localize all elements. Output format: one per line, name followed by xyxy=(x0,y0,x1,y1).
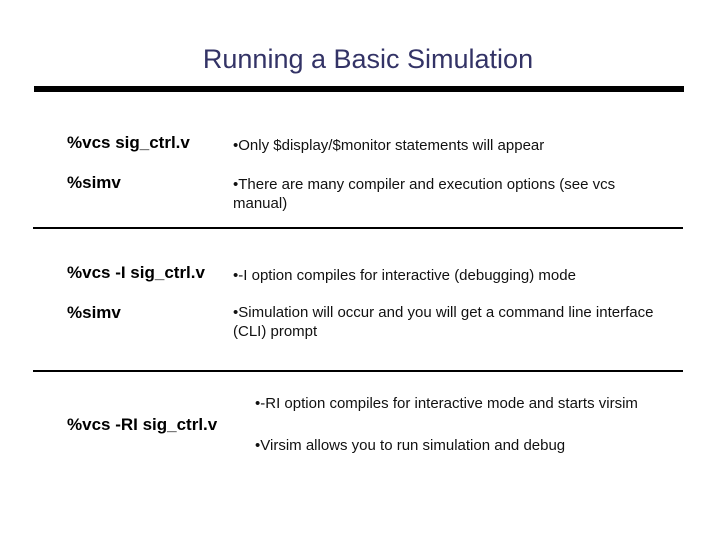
bullet-text: -I option compiles for interactive (debu… xyxy=(238,267,576,284)
bullet-text: Only $display/$monitor statements will a… xyxy=(238,137,545,154)
bullet-icon: • xyxy=(233,137,239,154)
command-label-vcs-ri: %vcs -RI sig_ctrl.v xyxy=(67,415,218,434)
bullet-text: There are many compiler and execution op… xyxy=(233,176,616,212)
bullet-icon: • xyxy=(255,395,261,412)
section-divider xyxy=(33,227,683,229)
bullet-item: •-I option compiles for interactive (deb… xyxy=(233,266,663,285)
bullet-icon: • xyxy=(233,267,239,284)
command-label-simv: %simv xyxy=(67,173,121,192)
title-rule xyxy=(34,86,684,92)
bullet-item: •-RI option compiles for interactive mod… xyxy=(255,394,680,413)
command-label-simv: %simv xyxy=(67,303,121,322)
bullet-text: Simulation will occur and you will get a… xyxy=(233,304,654,340)
slide-title: Running a Basic Simulation xyxy=(202,44,534,74)
bullet-item: •There are many compiler and execution o… xyxy=(233,175,663,213)
bullet-icon: • xyxy=(233,176,239,193)
section-divider xyxy=(33,370,683,372)
command-label-vcs-i: %vcs -I sig_ctrl.v xyxy=(67,263,205,282)
bullet-icon: • xyxy=(255,437,261,454)
bullet-item: •Only $display/$monitor statements will … xyxy=(233,136,663,155)
command-label-vcs: %vcs sig_ctrl.v xyxy=(67,133,190,152)
bullet-icon: • xyxy=(233,304,239,321)
bullet-text: Virsim allows you to run simulation and … xyxy=(260,437,566,454)
bullet-item: •Simulation will occur and you will get … xyxy=(233,303,663,341)
bullet-item: •Virsim allows you to run simulation and… xyxy=(255,436,680,455)
bullet-text: -RI option compiles for interactive mode… xyxy=(260,395,638,412)
